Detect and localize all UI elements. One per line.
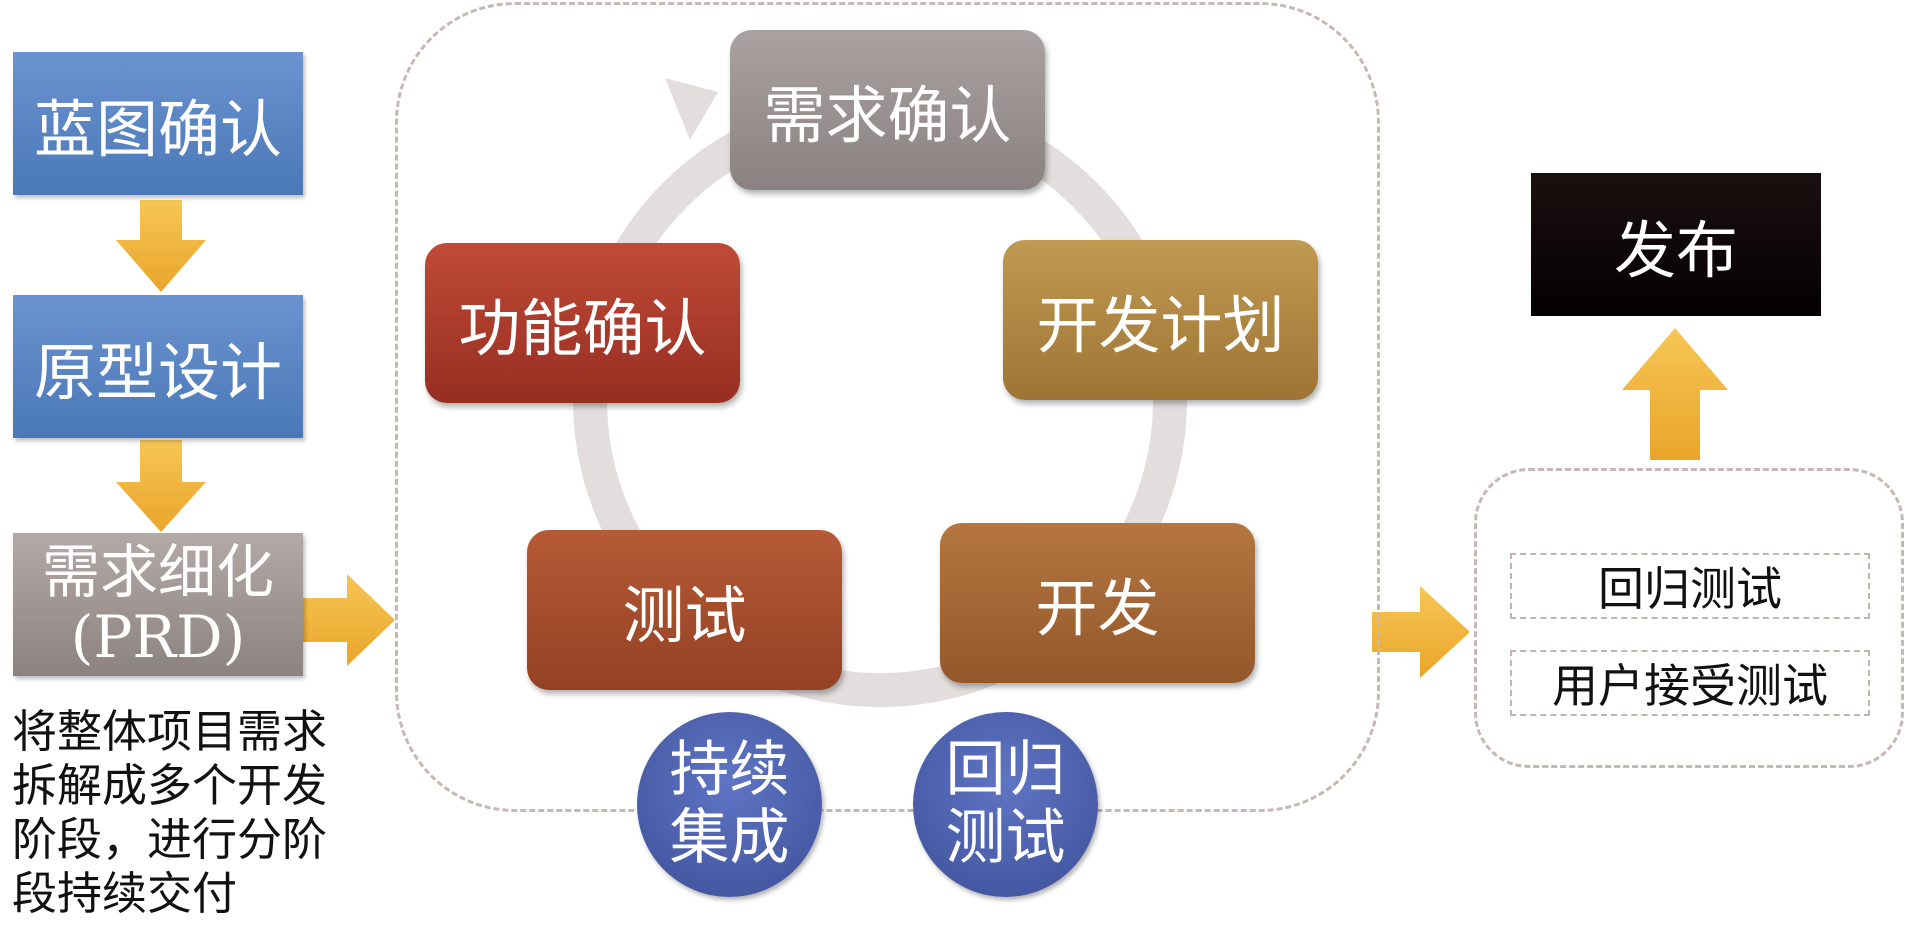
prd-label: (PRD) bbox=[70, 602, 246, 671]
function-confirm-box: 功能确认 bbox=[425, 243, 740, 403]
note-line: 段持续交付 bbox=[12, 867, 238, 920]
regression-test-box: 回归测试 bbox=[1510, 553, 1870, 619]
requirements-confirm-box: 需求确认 bbox=[730, 30, 1045, 190]
function-confirm-label: 功能确认 bbox=[458, 292, 707, 365]
test-group-container bbox=[1474, 468, 1904, 768]
note-line: 阶段，进行分阶 bbox=[12, 813, 328, 866]
development-box: 开发 bbox=[940, 523, 1255, 683]
blueprint-confirm-label: 蓝图确认 bbox=[33, 92, 282, 166]
cycle-ring-arrowhead bbox=[665, 78, 718, 140]
right-arrow-prd bbox=[303, 574, 395, 666]
up-arrow-release bbox=[1622, 328, 1728, 460]
development-label: 开发 bbox=[1035, 572, 1160, 645]
note-line: 拆解成多个开发 bbox=[12, 759, 328, 812]
cycle-container bbox=[395, 2, 1380, 812]
right-arrow-cycle bbox=[1372, 586, 1470, 678]
dev-plan-label: 开发计划 bbox=[1036, 289, 1285, 362]
down-arrow-2 bbox=[116, 440, 206, 532]
uat-label: 用户接受测试 bbox=[1552, 659, 1828, 713]
regression-line2: 测试 bbox=[945, 802, 1066, 873]
dev-plan-box: 开发计划 bbox=[1003, 240, 1318, 400]
uat-box: 用户接受测试 bbox=[1510, 650, 1870, 716]
ci-line1: 持续 bbox=[669, 735, 790, 806]
regression-test-label: 回归测试 bbox=[1598, 562, 1782, 616]
blueprint-confirm-box: 蓝图确认 bbox=[13, 52, 303, 195]
regression-test-circle: 回归 测试 bbox=[913, 712, 1098, 897]
down-arrow-1 bbox=[116, 200, 206, 292]
requirement-refine-label: 需求细化 bbox=[41, 537, 274, 606]
requirement-refine-box: 需求细化 (PRD) bbox=[13, 533, 303, 676]
release-label: 发布 bbox=[1613, 213, 1738, 287]
continuous-integration-circle: 持续 集成 bbox=[637, 712, 822, 897]
note-line: 将整体项目需求 bbox=[12, 705, 328, 758]
testing-box: 测试 bbox=[527, 530, 842, 690]
note-text: 将整体项目需求 拆解成多个开发 阶段，进行分阶 段持续交付 bbox=[12, 705, 412, 921]
ci-line2: 集成 bbox=[669, 802, 790, 873]
testing-label: 测试 bbox=[622, 579, 747, 652]
prototype-design-label: 原型设计 bbox=[33, 335, 282, 409]
requirements-confirm-label: 需求确认 bbox=[763, 79, 1012, 152]
prototype-design-box: 原型设计 bbox=[13, 295, 303, 438]
release-box: 发布 bbox=[1531, 173, 1821, 316]
regression-line1: 回归 bbox=[945, 735, 1066, 806]
